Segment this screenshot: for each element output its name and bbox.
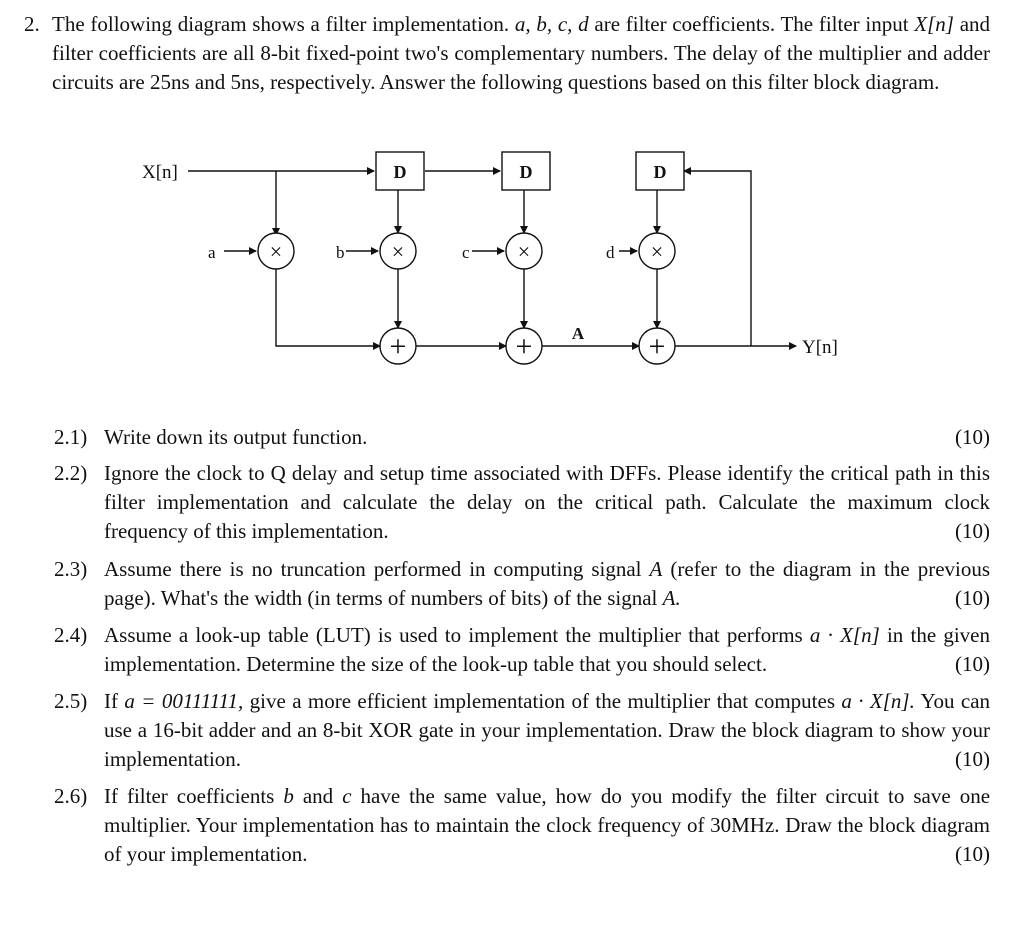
points-badge: (10) [955, 747, 990, 771]
filter-block-diagram: × × × × + + + D D D A X[n] Y[n] a b c d [142, 151, 838, 365]
delay-box-1 [375, 151, 425, 191]
points-badge: (10) [955, 842, 990, 866]
times-symbol-c: × [518, 239, 530, 264]
points-badge: (10) [955, 425, 990, 449]
question-number: 2. [24, 12, 40, 36]
feedback-wire [683, 167, 752, 346]
delay-box-3 [635, 151, 685, 191]
input-label: X[n] [142, 162, 178, 183]
delay-box-2 [501, 151, 551, 191]
subquestion-2-2: 2.2) Ignore the clock to Q delay and set… [54, 459, 990, 546]
input-symbol: X[n] [914, 12, 954, 36]
multiplier-b [379, 232, 417, 270]
multiplier-a [257, 232, 295, 270]
subquestion-2-3: 2.3) Assume there is no truncation perfo… [54, 555, 990, 613]
delay-label-3: D [654, 162, 667, 182]
times-symbol-a: × [270, 239, 282, 264]
coef-c-label: c [462, 243, 470, 262]
plus-symbol-3: + [649, 330, 666, 363]
points-badge: (10) [955, 652, 990, 676]
signal-a-label: A [572, 324, 585, 343]
delay-label-2: D [520, 162, 533, 182]
coefficient-list: a, b, c, d [514, 12, 589, 36]
subquestion-2-1: 2.1) Write down its output function.(10) [54, 423, 990, 452]
times-symbol-d: × [651, 239, 663, 264]
delay-label-1: D [394, 162, 407, 182]
points-badge: (10) [955, 586, 990, 610]
adder-1 [379, 327, 417, 365]
multiplier-d [638, 232, 676, 270]
subquestion-2-5: 2.5) If a = 00111111, give a more effici… [54, 687, 990, 774]
output-label: Y[n] [802, 337, 838, 358]
points-badge: (10) [955, 519, 990, 543]
coef-b-label: b [336, 243, 345, 262]
multiplier-c [505, 232, 543, 270]
subquestion-2-4: 2.4) Assume a look-up table (LUT) is use… [54, 621, 990, 679]
times-symbol-b: × [392, 239, 404, 264]
plus-symbol-1: + [390, 330, 407, 363]
question-intro: 2. The following diagram shows a filter … [24, 10, 990, 97]
question-text: The following diagram shows a filter imp… [52, 12, 991, 94]
coef-d-label: d [606, 243, 615, 262]
coef-a-label: a [208, 243, 216, 262]
adder-2 [505, 327, 543, 365]
plus-symbol-2: + [516, 330, 533, 363]
adder-3 [638, 327, 676, 365]
subquestion-2-6: 2.6) If filter coefficients b and c have… [54, 782, 990, 869]
